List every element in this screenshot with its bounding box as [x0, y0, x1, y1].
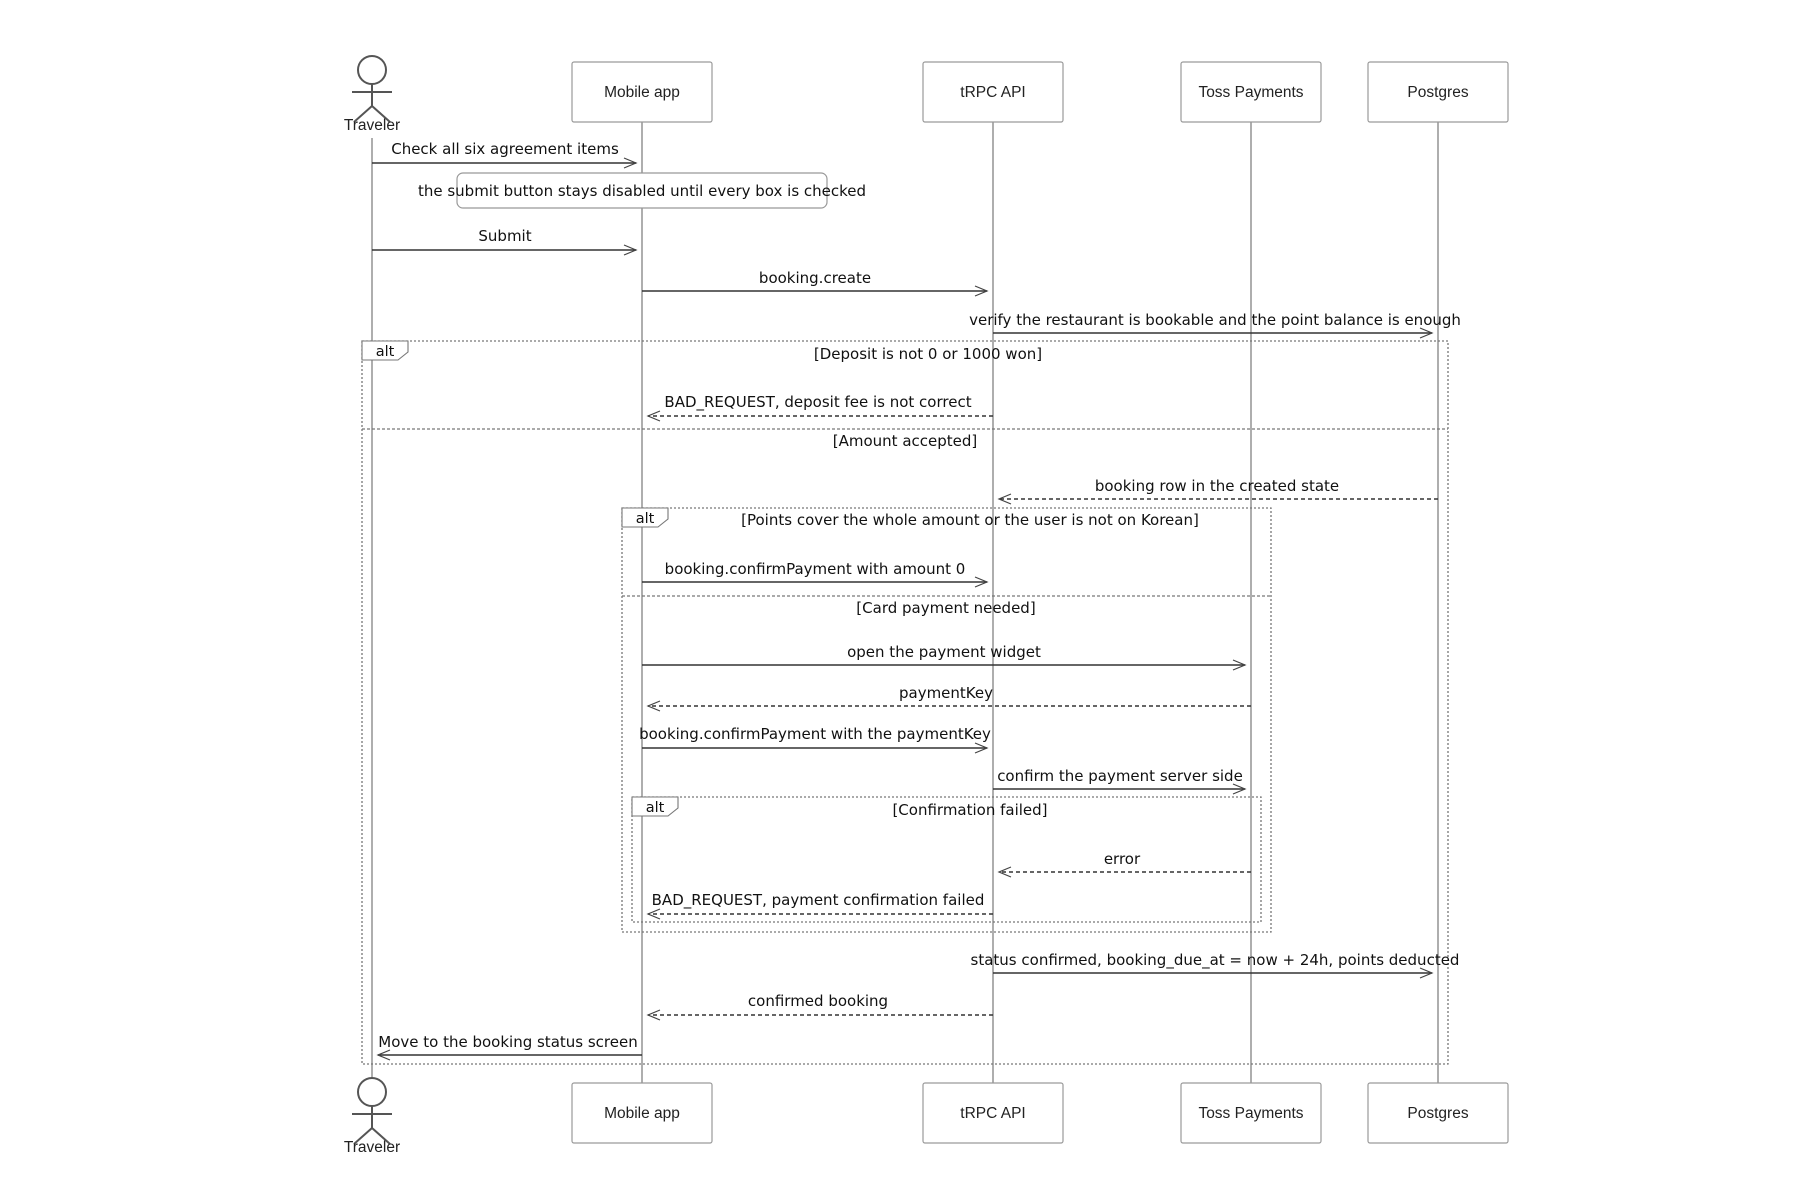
message-booking-create: booking.create: [642, 269, 989, 297]
participant-postgres-top: Postgres: [1367, 61, 1509, 123]
participant-traveler-top: Traveler: [344, 55, 400, 134]
message-confirm-payment-key: booking.confirmPayment with the paymentK…: [639, 725, 991, 754]
participant-label: Traveler: [344, 1139, 400, 1156]
participant-mobile-bottom: Mobile app: [571, 1082, 713, 1144]
message-confirm-payment-zero: booking.confirmPayment with amount 0: [642, 560, 989, 588]
message-label: BAD_REQUEST, payment confirmation failed: [652, 891, 985, 910]
participant-toss-top: Toss Payments: [1180, 61, 1322, 123]
message-label: booking.create: [759, 269, 871, 287]
alt-fragment-confirmation: alt [Confirmation failed]: [631, 796, 1262, 923]
fragment-condition: [Amount accepted]: [833, 432, 978, 450]
fragment-condition: [Points cover the whole amount or the us…: [741, 511, 1199, 529]
message-verify-bookable: verify the restaurant is bookable and th…: [969, 311, 1461, 339]
message-label: Submit: [478, 227, 531, 245]
participant-trpc-bottom: tRPC API: [922, 1082, 1064, 1144]
actor-head-icon: [357, 1077, 387, 1107]
participant-postgres-bottom: Postgres: [1367, 1082, 1509, 1144]
message-error: error: [997, 850, 1251, 878]
participant-label: Mobile app: [604, 84, 680, 101]
message-label: verify the restaurant is bookable and th…: [969, 311, 1461, 329]
message-label: status confirmed, booking_due_at = now +…: [971, 951, 1460, 970]
message-status-confirmed: status confirmed, booking_due_at = now +…: [971, 951, 1460, 979]
message-label: booking row in the created state: [1095, 477, 1339, 495]
participant-label: Mobile app: [604, 1105, 680, 1122]
message-confirmed-booking: confirmed booking: [646, 992, 993, 1021]
message-label: Move to the booking status screen: [378, 1033, 637, 1051]
message-label: BAD_REQUEST, deposit fee is not correct: [664, 393, 971, 412]
participant-label: Traveler: [344, 117, 400, 134]
message-label: booking.confirmPayment with amount 0: [665, 560, 966, 578]
message-label: booking.confirmPayment with the paymentK…: [639, 725, 991, 743]
participant-trpc-top: tRPC API: [922, 61, 1064, 123]
fragment-label: alt: [376, 344, 395, 360]
participant-label: tRPC API: [960, 84, 1025, 101]
participant-label: Toss Payments: [1198, 84, 1303, 101]
message-submit: Submit: [372, 227, 638, 256]
participant-label: Toss Payments: [1198, 1105, 1303, 1122]
actor-head-icon: [357, 55, 387, 85]
message-bad-request-confirmation: BAD_REQUEST, payment confirmation failed: [646, 891, 993, 920]
message-label: open the payment widget: [847, 643, 1041, 661]
message-payment-key: paymentKey: [646, 684, 1251, 712]
participant-label: Postgres: [1407, 84, 1468, 101]
message-booking-row-created: booking row in the created state: [997, 477, 1438, 505]
participant-mobile-top: Mobile app: [571, 61, 713, 123]
message-bad-request-deposit: BAD_REQUEST, deposit fee is not correct: [646, 393, 993, 422]
fragment-condition: [Deposit is not 0 or 1000 won]: [814, 345, 1042, 363]
participant-toss-bottom: Toss Payments: [1180, 1082, 1322, 1144]
fragment-condition: [Card payment needed]: [856, 599, 1035, 617]
note-text: the submit button stays disabled until e…: [418, 182, 866, 200]
message-label: confirm the payment server side: [997, 767, 1243, 785]
message-label: paymentKey: [899, 684, 993, 702]
alt-fragment-points: alt [Points cover the whole amount or th…: [621, 507, 1272, 933]
fragment-label: alt: [646, 800, 665, 816]
message-check-agreements: Check all six agreement items: [372, 140, 638, 169]
note: the submit button stays disabled until e…: [418, 172, 866, 209]
participant-label: Postgres: [1407, 1105, 1468, 1122]
message-open-widget: open the payment widget: [642, 643, 1247, 671]
message-label: error: [1104, 850, 1141, 868]
message-label: confirmed booking: [748, 992, 888, 1010]
participant-traveler-bottom: Traveler: [344, 1077, 400, 1156]
fragment-label: alt: [636, 511, 655, 527]
alt-fragment-deposit: alt [Deposit is not 0 or 1000 won] [Amou…: [361, 340, 1449, 1065]
participant-label: tRPC API: [960, 1105, 1025, 1122]
message-confirm-server-side: confirm the payment server side: [993, 767, 1247, 795]
fragment-condition: [Confirmation failed]: [892, 801, 1047, 819]
message-move-status-screen: Move to the booking status screen: [376, 1033, 642, 1061]
message-label: Check all six agreement items: [391, 140, 619, 158]
